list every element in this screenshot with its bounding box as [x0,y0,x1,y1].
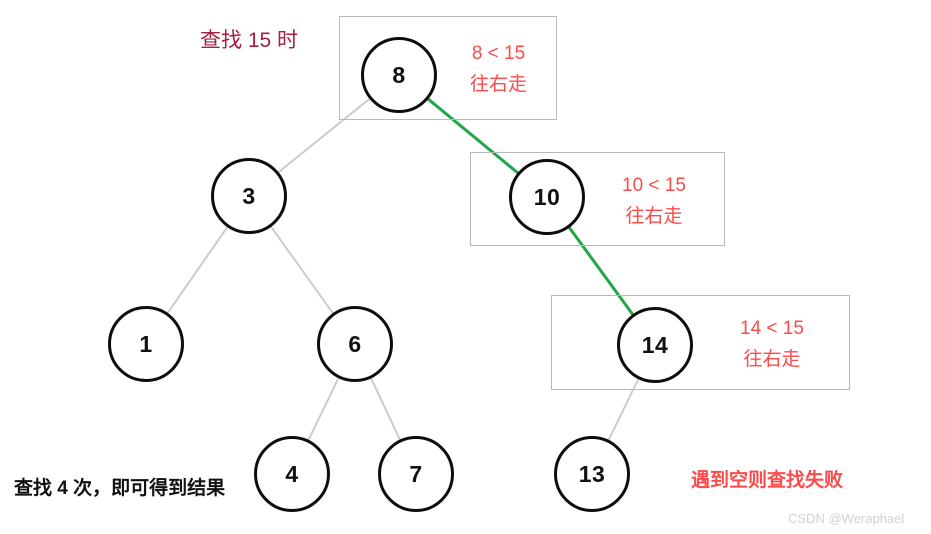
tree-edge-6-7 [369,376,402,442]
annotation-line-comparison: 14 < 15 [740,318,804,339]
tree-node-label: 14 [641,331,669,358]
tree-edge-3-1 [166,225,229,315]
tree-node-7: 7 [378,436,454,512]
tree-node-13: 13 [554,436,630,512]
annotation-box-node8 [339,16,557,120]
tree-node-label: 10 [533,183,561,210]
annotation-text-node14: 14 < 15 往右走 [740,313,804,375]
tree-edge-6-4 [307,376,340,442]
tree-node-label: 6 [348,330,362,357]
conclusion-note: 查找 4 次，即可得到结果 [14,478,226,499]
annotation-line-direction: 往右走 [625,206,683,227]
tree-edge-8-10-search-path [426,97,520,175]
annotation-box-node14 [551,295,850,390]
tree-edge-3-6 [269,225,335,315]
annotation-line-comparison: 8 < 15 [471,43,526,64]
tree-node-6: 6 [317,306,393,382]
tree-edge-14-13 [607,377,640,442]
failure-note: 遇到空则查找失败 [691,470,844,491]
annotation-box-node10 [470,152,725,246]
tree-node-4: 4 [254,436,330,512]
tree-node-label: 4 [285,460,299,487]
tree-edge-8-3 [276,97,372,174]
tree-node-1: 1 [108,306,184,382]
tree-node-10: 10 [509,159,585,235]
tree-edge-10-14-search-path [567,225,635,317]
tree-node-8: 8 [361,37,437,113]
annotation-line-comparison: 10 < 15 [622,175,686,196]
annotation-text-node8: 8 < 15 往右走 [470,38,527,100]
tree-node-label: 3 [242,182,256,209]
tree-node-label: 8 [392,61,406,88]
tree-node-label: 1 [139,330,153,357]
annotation-text-node10: 10 < 15 往右走 [622,170,686,232]
csdn-watermark: CSDN @Weraphael [788,511,905,526]
tree-node-14: 14 [617,307,693,383]
diagram-title: 查找 15 时 [200,29,299,52]
tree-node-label: 13 [578,460,606,487]
annotation-line-direction: 往右走 [743,349,801,370]
annotation-line-direction: 往右走 [470,74,528,95]
tree-node-3: 3 [211,158,287,234]
tree-node-label: 7 [409,460,423,487]
